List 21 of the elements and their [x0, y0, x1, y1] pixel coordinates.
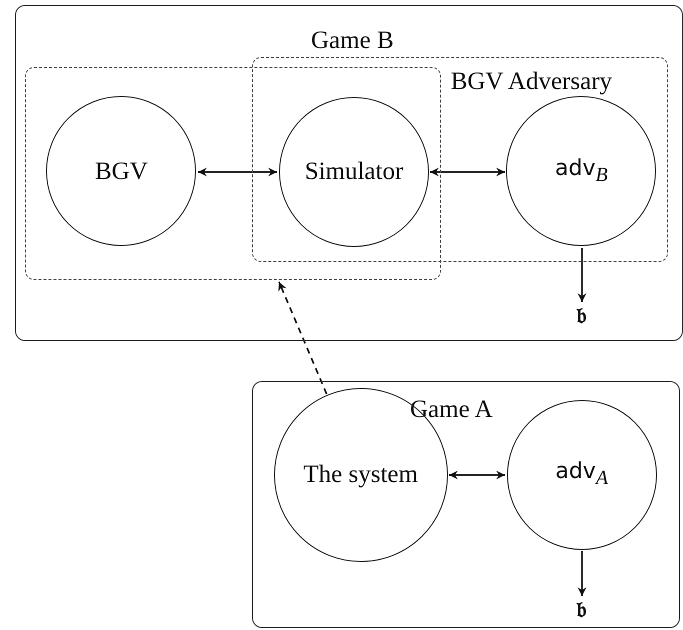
group-title: BGV Adversary [450, 68, 612, 94]
arrow [278, 282, 328, 394]
game-box [252, 381, 680, 628]
output-label: 𝔟 [572, 304, 592, 330]
node-label: The system [303, 460, 418, 488]
circle-node [279, 97, 429, 247]
output-label: 𝔟 [572, 598, 592, 624]
arrow [578, 248, 586, 302]
node-label: Simulator [304, 158, 404, 186]
arrow [198, 168, 277, 176]
circle-node [46, 96, 196, 246]
arrow [578, 551, 586, 596]
arrow [430, 168, 505, 176]
group-title: Game B [311, 28, 394, 53]
circle-node [506, 400, 657, 550]
node-label: BGV [94, 158, 148, 186]
dashed-group-box [252, 56, 668, 262]
dashed-group-box [24, 66, 441, 280]
circle-node [506, 96, 656, 246]
game-box [15, 5, 683, 341]
arrow [449, 470, 505, 480]
